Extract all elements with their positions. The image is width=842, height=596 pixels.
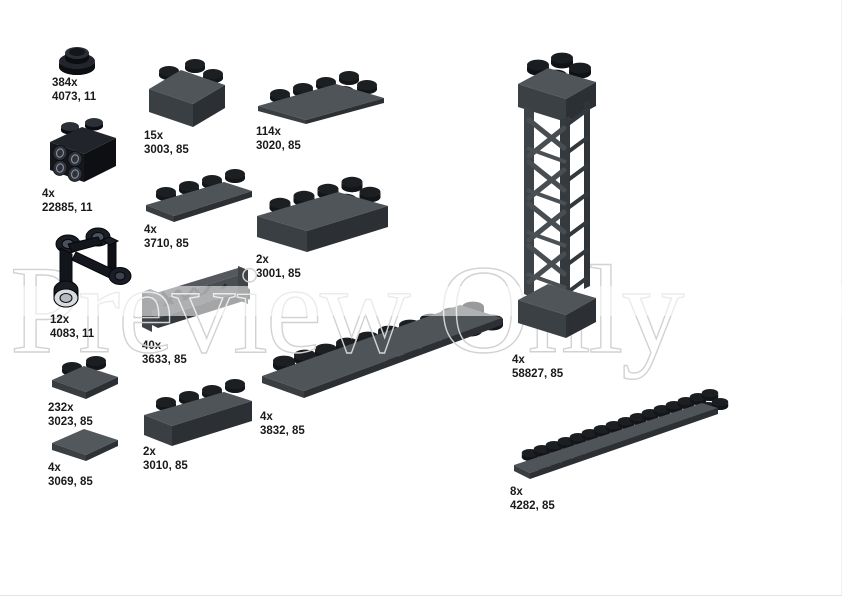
part-code-3010: 3010, 85 xyxy=(143,459,188,472)
part-code-3069: 3069, 85 xyxy=(48,475,93,488)
part-label-4083: 12x 4083, 11 xyxy=(50,314,94,341)
part-label-3023: 232x 3023, 85 xyxy=(48,402,93,429)
part-label-3020: 114x 3020, 85 xyxy=(256,126,301,153)
part-qty-4073: 384x xyxy=(52,77,78,89)
part-art-3023 xyxy=(48,356,124,400)
part-qty-3020: 114x xyxy=(256,126,281,138)
part-art-3710 xyxy=(142,169,256,222)
part-art-3010 xyxy=(140,378,258,446)
part-qty-3023: 232x xyxy=(48,402,74,414)
part-art-4083 xyxy=(46,227,156,320)
part-label-58827: 4x 58827, 85 xyxy=(512,354,563,381)
part-qty-4282: 8x xyxy=(510,486,523,498)
part-label-3003: 15x 3003, 85 xyxy=(144,130,189,157)
part-art-58827 xyxy=(500,48,610,358)
part-code-3633: 3633, 85 xyxy=(142,353,187,366)
part-code-3001: 3001, 85 xyxy=(256,267,301,280)
part-art-3832 xyxy=(256,283,506,413)
part-qty-22885: 4x xyxy=(42,188,55,200)
part-code-4073: 4073, 11 xyxy=(52,90,97,103)
part-label-4282: 8x 4282, 85 xyxy=(510,486,555,513)
part-qty-3832: 4x xyxy=(260,411,273,423)
part-label-4073: 384x 4073, 11 xyxy=(52,77,96,104)
part-label-22885: 4x 22885, 11 xyxy=(42,188,93,215)
part-qty-3633: 40x xyxy=(142,340,162,352)
part-art-3003 xyxy=(141,58,233,130)
part-code-4282: 4282, 85 xyxy=(510,499,555,512)
part-label-3633: 40x 3633, 85 xyxy=(142,340,187,367)
part-label-3832: 4x 3832, 85 xyxy=(260,411,305,438)
part-code-3710: 3710, 85 xyxy=(144,237,189,250)
part-art-3001 xyxy=(254,168,394,254)
part-label-3001: 2x 3001, 85 xyxy=(256,254,301,281)
part-code-58827: 58827, 85 xyxy=(512,367,564,380)
part-art-22885 xyxy=(44,118,122,190)
part-art-4282 xyxy=(506,385,729,490)
part-code-22885: 22885, 11 xyxy=(42,201,93,214)
part-label-3710: 4x 3710, 85 xyxy=(144,224,189,251)
part-code-3020: 3020, 85 xyxy=(256,139,301,152)
part-art-3069 xyxy=(48,425,124,461)
part-qty-4083: 12x xyxy=(50,314,70,326)
part-art-4073 xyxy=(52,45,106,77)
part-code-3023: 3023, 85 xyxy=(48,415,93,428)
part-art-3020 xyxy=(256,62,388,124)
part-qty-58827: 4x xyxy=(512,354,525,366)
part-label-3010: 2x 3010, 85 xyxy=(143,446,188,473)
part-code-3832: 3832, 85 xyxy=(260,424,305,437)
part-qty-3010: 2x xyxy=(143,446,156,458)
part-qty-3001: 2x xyxy=(256,254,269,266)
part-label-3069: 4x 3069, 85 xyxy=(48,462,93,489)
part-code-4083: 4083, 11 xyxy=(50,327,95,340)
part-qty-3003: 15x xyxy=(144,130,164,142)
part-art-3633 xyxy=(138,262,260,340)
part-qty-3069: 4x xyxy=(48,462,61,474)
part-qty-3710: 4x xyxy=(144,224,157,236)
part-code-3003: 3003, 85 xyxy=(144,143,189,156)
